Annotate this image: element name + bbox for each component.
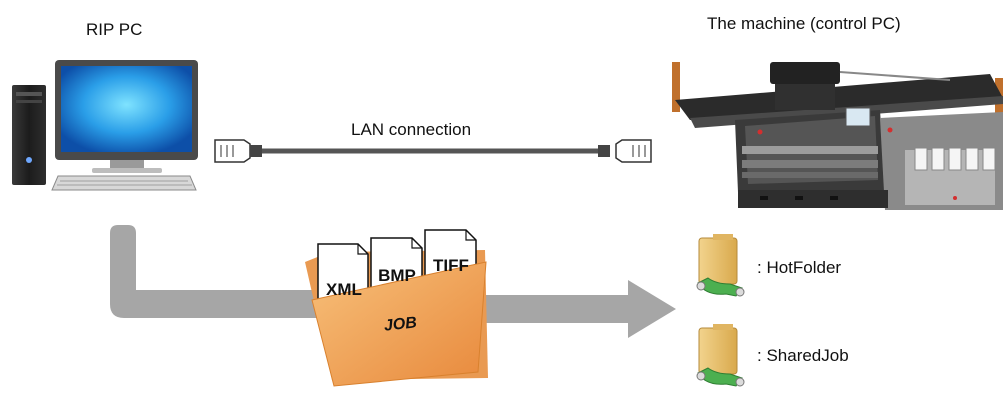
job-flow-arrow (110, 225, 676, 338)
bmp-file-label: BMP (378, 266, 416, 285)
job-folder-icon (305, 229, 488, 387)
rip-pc-computer-icon (12, 60, 198, 191)
rip-pc-title: RIP PC (86, 20, 143, 39)
hotfolder-label: : HotFolder (757, 258, 842, 277)
hotfolder-icon (696, 234, 745, 297)
sharedjob-folder-icon (696, 324, 745, 387)
xml-file-label: XML (326, 280, 362, 299)
lan-cable (214, 139, 652, 163)
rj45-plug-right-icon (598, 139, 652, 163)
job-folder-label: JOB (383, 314, 418, 335)
rj45-plug-left-icon (214, 139, 262, 163)
printer-machine-icon (672, 62, 1003, 210)
lan-connection-label: LAN connection (351, 120, 472, 139)
tiff-file-label: TIFF (433, 256, 469, 275)
sharedjob-label: : SharedJob (757, 346, 849, 365)
machine-title: The machine (control PC) (707, 14, 901, 33)
